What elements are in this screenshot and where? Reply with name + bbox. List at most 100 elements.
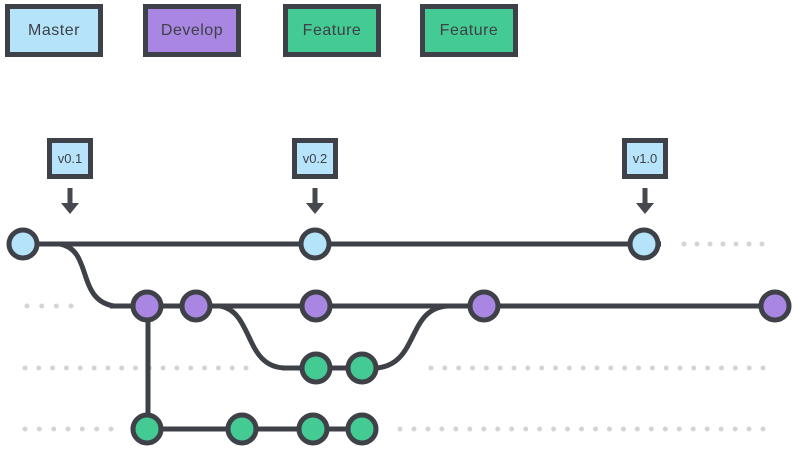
dot [229, 365, 235, 371]
dot [705, 365, 711, 371]
dot [467, 426, 473, 432]
dot [746, 365, 752, 371]
feature-1-commit [345, 351, 379, 385]
dot [662, 426, 668, 432]
dot [453, 426, 459, 432]
dot [676, 426, 682, 432]
legend-item-feature-3: Feature [420, 4, 518, 57]
dot [36, 426, 42, 432]
dot [719, 365, 724, 371]
dot [133, 365, 138, 371]
develop-commit [758, 289, 792, 323]
dot [77, 365, 83, 371]
dot [720, 241, 726, 247]
down-arrow-icon [636, 203, 654, 214]
feature-2-commit [296, 412, 330, 446]
dot [523, 426, 529, 432]
dot [732, 365, 738, 371]
dot [691, 365, 697, 371]
dot [636, 365, 641, 371]
feature-1-dotted-line [22, 365, 249, 371]
dot [511, 365, 517, 371]
develop-commit [299, 289, 333, 323]
dot [707, 241, 713, 247]
dot [202, 365, 208, 371]
dot [439, 426, 445, 432]
dot [648, 426, 654, 432]
dot [481, 426, 487, 432]
dot [732, 426, 738, 432]
dot [525, 365, 531, 371]
dot [759, 241, 765, 247]
dot [593, 426, 598, 432]
dot [746, 426, 752, 432]
dot [442, 365, 448, 371]
dot [509, 426, 515, 432]
dot [580, 365, 586, 371]
master-commit [298, 227, 332, 261]
version-tag-label: v0.2 [302, 151, 328, 166]
legend-label: Develop [160, 21, 224, 39]
version-tag-v1.0: v1.0 [622, 138, 668, 179]
feature-2-dotted-line [22, 426, 114, 432]
legend-label: Master [28, 21, 80, 39]
version-tag-label: v0.1 [57, 151, 83, 166]
dot [606, 426, 612, 432]
dot [51, 426, 57, 432]
legend-label: Feature [439, 21, 499, 39]
dot [53, 303, 59, 309]
feature-2-commit [345, 412, 379, 446]
dot [677, 365, 683, 371]
dot [537, 426, 543, 432]
dot [565, 426, 570, 432]
legend-item-feature-2: Feature [283, 4, 381, 57]
dot [397, 426, 403, 432]
develop-commit [179, 289, 213, 323]
dot [681, 241, 687, 247]
master-commit [6, 227, 40, 261]
dot [215, 365, 221, 371]
version-tag-v0.2: v0.2 [292, 138, 338, 179]
feature-2-commit [225, 412, 259, 446]
version-tag-label: v1.0 [632, 151, 658, 166]
dot [108, 426, 114, 432]
dot [690, 426, 696, 432]
dot [68, 303, 74, 309]
dot [566, 365, 572, 371]
dot [663, 365, 669, 371]
dot [746, 241, 752, 247]
dot [428, 365, 434, 371]
dot [22, 426, 28, 432]
dot [733, 241, 739, 247]
dot [620, 426, 626, 432]
down-arrow-icon [61, 203, 79, 214]
legend-item-master-0: Master [5, 4, 103, 57]
dot [594, 365, 600, 371]
master-commit [627, 227, 661, 261]
dot [22, 365, 28, 371]
dot [119, 365, 125, 371]
dot [79, 426, 85, 432]
dot [622, 365, 628, 371]
dot [91, 365, 97, 371]
dot [24, 303, 30, 309]
dot [36, 365, 42, 371]
dot [539, 365, 545, 371]
dot [551, 426, 557, 432]
version-tag-v0.1: v0.1 [47, 138, 93, 179]
dot [483, 365, 489, 371]
master-dotted-line [681, 241, 765, 247]
dot [65, 426, 71, 432]
dot [94, 426, 100, 432]
dot [718, 426, 724, 432]
feature-1-dotted-line [428, 365, 766, 371]
dot [634, 426, 640, 432]
dot [495, 426, 501, 432]
dot [456, 365, 462, 371]
dot [704, 426, 710, 432]
dot [411, 426, 417, 432]
dot [760, 365, 766, 371]
dot [579, 426, 584, 432]
dot [694, 241, 700, 247]
